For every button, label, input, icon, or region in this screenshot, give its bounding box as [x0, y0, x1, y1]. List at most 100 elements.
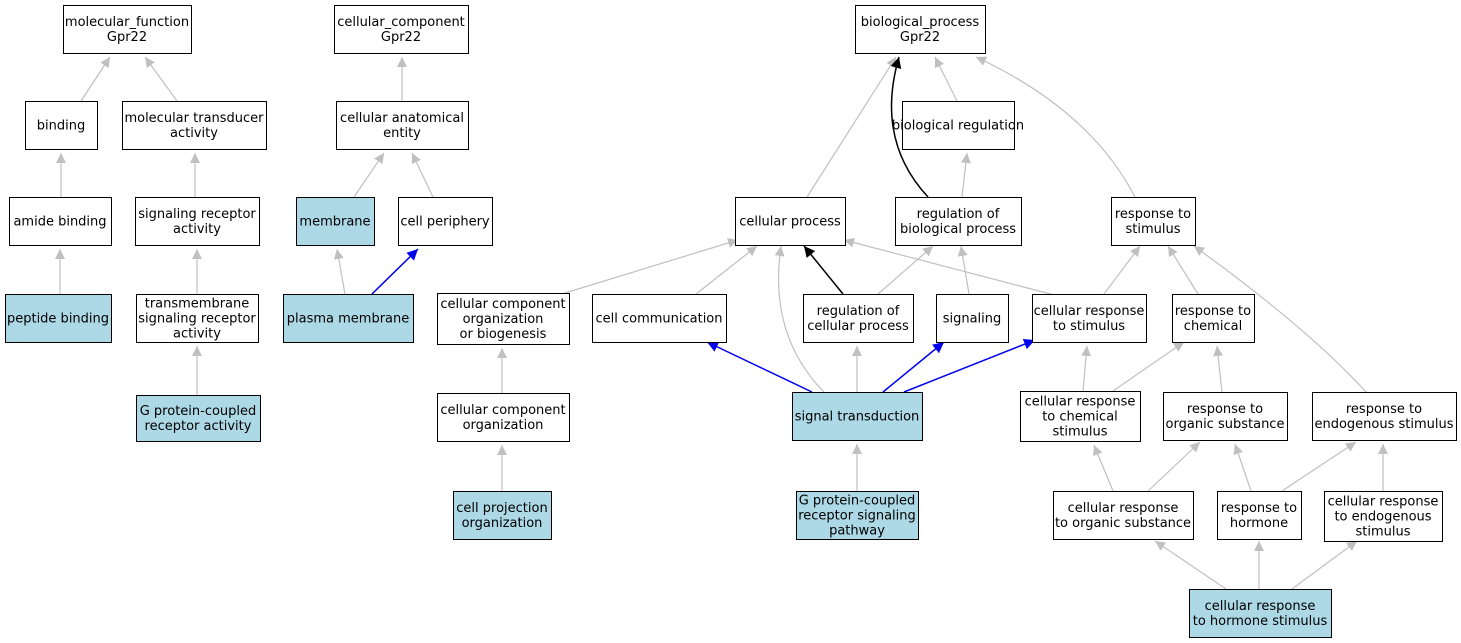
edge-is-a-binding-to-mf-root: [80, 56, 111, 102]
go-term-node-cellular-process[interactable]: cellular process: [735, 197, 846, 246]
go-term-node-signal-transduction[interactable]: signal transduction: [792, 392, 923, 441]
go-term-label-line: hormone: [1230, 516, 1288, 531]
go-term-label-line: Gpr22: [381, 30, 421, 45]
go-term-label-line: signal transduction: [795, 410, 920, 425]
go-term-node-amide-binding[interactable]: amide binding: [9, 197, 112, 246]
go-term-box[interactable]: [1172, 294, 1255, 343]
go-term-label-line: organization: [463, 418, 544, 433]
go-term-box[interactable]: [9, 197, 112, 246]
go-term-box[interactable]: [437, 293, 570, 345]
go-term-node-binding[interactable]: binding: [25, 101, 98, 150]
go-term-label-line: stimulus: [1125, 222, 1180, 237]
go-term-label-line: endogenous stimulus: [1314, 417, 1453, 432]
edge-regulates-reg-cell-process-to-cellular-process: [803, 245, 844, 295]
go-term-label-line: cell periphery: [400, 215, 490, 230]
go-term-node-plasma-membrane[interactable]: plasma membrane: [283, 294, 414, 343]
go-term-box[interactable]: [1312, 392, 1457, 441]
go-term-label-line: G protein-coupled: [140, 404, 257, 419]
go-term-box[interactable]: [735, 197, 846, 246]
go-term-label-line: chemical: [1184, 319, 1242, 334]
edge-is-a-cell-resp-stim-to-cellular-process: [843, 237, 1059, 297]
go-term-box[interactable]: [1020, 391, 1141, 442]
go-term-node-membrane[interactable]: membrane: [296, 197, 375, 246]
go-term-box[interactable]: [1217, 491, 1302, 540]
go-term-box[interactable]: [1163, 392, 1288, 441]
go-term-box[interactable]: [792, 392, 923, 441]
edge-is-a-resp-organic-to-resp-chemical: [1213, 345, 1224, 393]
go-term-box[interactable]: [453, 491, 552, 540]
go-term-box[interactable]: [1189, 589, 1332, 638]
go-term-box[interactable]: [902, 101, 1015, 150]
go-term-label-line: cellular response: [1025, 395, 1136, 410]
go-term-label-line: or biogenesis: [460, 327, 547, 342]
go-term-box[interactable]: [1053, 491, 1194, 540]
go-term-box[interactable]: [1032, 294, 1147, 343]
edge-part-of-signal-transduction-to-cell-comm: [706, 341, 813, 393]
go-term-box[interactable]: [25, 101, 98, 150]
go-term-box[interactable]: [63, 5, 192, 54]
go-term-label-line: G protein-coupled: [799, 494, 916, 509]
go-term-label-line: membrane: [299, 215, 370, 230]
go-term-label-line: signaling: [943, 312, 1002, 327]
go-term-label-line: binding: [37, 119, 85, 134]
go-term-box[interactable]: [895, 197, 1022, 246]
go-term-box[interactable]: [334, 5, 469, 54]
edge-is-a-signal-transduction-to-cellular-process: [774, 245, 825, 393]
go-term-box[interactable]: [336, 101, 469, 150]
edge-is-a-resp-hormone-to-resp-organic: [1233, 443, 1252, 492]
go-term-box[interactable]: [592, 294, 727, 343]
go-term-box[interactable]: [398, 197, 493, 246]
go-term-node-signaling[interactable]: signaling: [936, 294, 1009, 343]
edge-is-a-cell-periphery-to-anat-entity: [411, 152, 434, 198]
go-term-box[interactable]: [5, 294, 112, 343]
go-term-node-cell-periphery[interactable]: cell periphery: [398, 197, 493, 246]
go-term-node-bio-regulation[interactable]: biological regulation: [892, 101, 1024, 150]
go-term-box[interactable]: [1324, 491, 1443, 542]
go-term-box[interactable]: [936, 294, 1009, 343]
go-term-box[interactable]: [855, 5, 986, 54]
go-term-box[interactable]: [283, 294, 414, 343]
go-term-label-line: transmembrane: [145, 297, 250, 312]
go-term-box[interactable]: [136, 294, 259, 343]
go-term-node-cell-comm[interactable]: cell communication: [592, 294, 727, 343]
go-term-box[interactable]: [136, 395, 261, 442]
go-term-box[interactable]: [1111, 197, 1196, 246]
go-term-box[interactable]: [803, 294, 914, 343]
go-term-node-peptide-binding[interactable]: peptide binding: [5, 294, 112, 343]
go-term-box[interactable]: [296, 197, 375, 246]
go-term-label-line: pathway: [829, 524, 885, 539]
go-term-box[interactable]: [135, 197, 260, 246]
go-term-label-line: stimulus: [1052, 425, 1107, 440]
edge-is-a-cell-resp-organic-to-resp-organic: [1147, 441, 1201, 492]
go-term-box[interactable]: [796, 491, 919, 540]
go-term-box[interactable]: [437, 393, 570, 442]
go-term-box[interactable]: [122, 101, 267, 150]
go-term-label-line: entity: [383, 126, 421, 141]
go-term-label-line: response to: [1221, 501, 1297, 516]
edge-is-a-cell-resp-hormone-to-cell-resp-endog: [1291, 540, 1358, 590]
